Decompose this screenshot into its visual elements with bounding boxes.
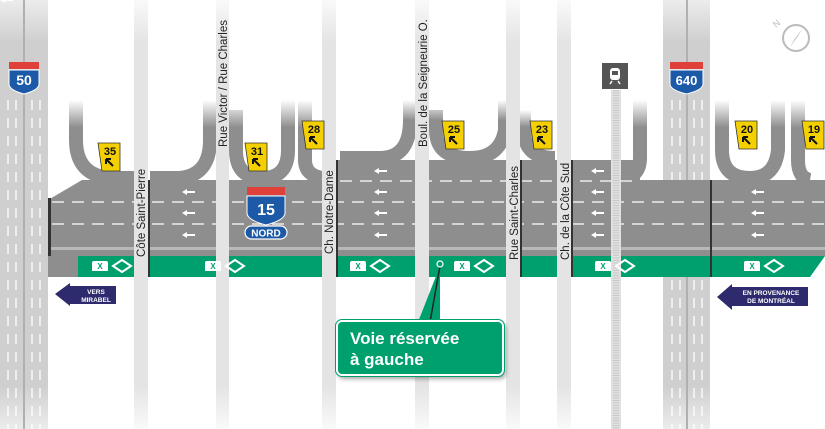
bus-x-icon xyxy=(92,261,108,271)
direction-nord: NORD xyxy=(251,229,280,240)
exit-signs: 35 31 28 25 23 20 19 xyxy=(97,120,825,172)
reserved-lane-marking: X xyxy=(595,258,636,274)
exit-arrow-icon xyxy=(105,158,114,167)
exit-sign-20: 20 xyxy=(734,120,758,150)
exit-number: 35 xyxy=(104,146,116,158)
exit-arrow-icon xyxy=(742,136,751,145)
exit-sign-19: 19 xyxy=(801,120,825,150)
svg-text:50: 50 xyxy=(16,72,32,88)
bus-x-icon xyxy=(744,261,760,271)
lane-arrow-left-icon xyxy=(591,210,604,216)
exit-arrow-icon xyxy=(809,136,818,145)
direction-sign-vers-mirabel: VERS MIRABEL xyxy=(55,283,116,306)
reserved-lane-marking: X xyxy=(744,258,785,274)
exit-sign-31: 31 xyxy=(244,142,268,172)
street-label-notre-dame: Ch. Notre-Dame xyxy=(324,170,336,254)
direction-sign-en-provenance-de-montreal: EN PROVENANCE DE MONTRÉAL xyxy=(717,284,808,310)
railway xyxy=(611,90,621,429)
callout-pointer xyxy=(418,260,444,323)
highway-50-shield: 50 xyxy=(8,62,40,95)
ramps xyxy=(69,100,812,187)
diamond-icon xyxy=(111,258,133,274)
reserved-lane xyxy=(78,256,825,277)
bus-x-label: X xyxy=(749,262,755,271)
exit-number: 25 xyxy=(448,124,460,136)
compass-north-icon: N xyxy=(771,18,810,52)
reserved-lane-marking: X xyxy=(92,258,133,274)
bus-x-label: X xyxy=(355,262,361,271)
street-label-rue-saint-charles: Rue Saint-Charles xyxy=(509,166,521,260)
lane-arrow-left-icon xyxy=(591,189,604,195)
svg-text:VERS: VERS xyxy=(87,289,105,296)
exit-number: 28 xyxy=(308,124,320,136)
highway-640-shield: 640 xyxy=(669,62,704,95)
lane-arrows xyxy=(182,168,764,238)
svg-text:EN PROVENANCE: EN PROVENANCE xyxy=(743,290,800,297)
reserved-lane-marking: X xyxy=(454,258,495,274)
bus-x-icon xyxy=(205,261,221,271)
callout-line-1: Voie réservée xyxy=(350,329,460,348)
lane-arrow-left-icon xyxy=(374,189,387,195)
street-label-cote-sud: Ch. de la Côte Sud xyxy=(560,163,572,260)
lane-arrow-left-icon xyxy=(182,232,195,238)
exit-sign-23: 23 xyxy=(529,120,553,150)
diamond-icon xyxy=(473,258,495,274)
exit-arrow-icon xyxy=(309,136,318,145)
svg-text:DE MONTRÉAL: DE MONTRÉAL xyxy=(747,296,795,305)
callout-line-2: à gauche xyxy=(350,350,424,369)
lane-arrows xyxy=(0,0,13,3)
bus-x-icon xyxy=(595,261,611,271)
bus-x-label: X xyxy=(600,262,606,271)
reserved-lane-marking: X xyxy=(350,258,391,274)
exit-number: 19 xyxy=(808,124,820,136)
exit-arrow-icon xyxy=(252,158,261,167)
highway-15-shield: 15 NORD xyxy=(244,187,288,240)
lane-arrow-left-icon xyxy=(751,232,764,238)
exit-sign-28: 28 xyxy=(301,120,325,150)
lane-arrow-left-icon xyxy=(751,189,764,195)
exit-number: 23 xyxy=(536,124,548,136)
lane-arrow-left-icon xyxy=(374,210,387,216)
diamond-icon xyxy=(614,258,636,274)
street-label-rue-victor: Rue Victor / Rue Charles xyxy=(218,20,230,147)
autoroute-15-road xyxy=(0,0,825,277)
svg-text:MIRABEL: MIRABEL xyxy=(81,297,111,304)
reserved-lane-callout: Voie réservée à gauche xyxy=(335,319,505,377)
exit-sign-25: 25 xyxy=(441,120,465,150)
diamond-icon xyxy=(224,258,246,274)
exit-arrow-icon xyxy=(449,136,458,145)
exit-number: 31 xyxy=(251,146,263,158)
lane-arrow-left-icon xyxy=(374,168,387,174)
svg-text:15: 15 xyxy=(257,202,275,219)
street-label-cote-saint-pierre: Côte Saint-Pierre xyxy=(136,169,148,257)
svg-text:N: N xyxy=(771,18,782,30)
exit-number: 20 xyxy=(741,124,753,136)
lane-arrow-left-icon xyxy=(591,232,604,238)
lane-arrow-left-icon xyxy=(374,232,387,238)
lane-arrow-left-icon xyxy=(182,210,195,216)
reserved-lane-marking: X xyxy=(205,258,246,274)
diamond-icon xyxy=(763,258,785,274)
bus-x-label: X xyxy=(210,262,216,271)
cross-streets xyxy=(134,0,571,429)
lane-arrow-left-icon xyxy=(751,210,764,216)
bus-x-label: X xyxy=(97,262,103,271)
street-label-seigneurie: Boul. de la Seigneurie O. xyxy=(418,19,430,147)
lane-arrow-left-icon xyxy=(182,189,195,195)
bus-x-label: X xyxy=(459,262,465,271)
lane-arrow-left-icon xyxy=(591,168,604,174)
bus-x-icon xyxy=(350,261,366,271)
svg-text:640: 640 xyxy=(676,73,698,88)
diamond-icon xyxy=(369,258,391,274)
bus-x-icon xyxy=(454,261,470,271)
train-station-icon xyxy=(602,63,628,89)
exit-sign-35: 35 xyxy=(97,142,121,172)
exit-arrow-icon xyxy=(537,136,546,145)
